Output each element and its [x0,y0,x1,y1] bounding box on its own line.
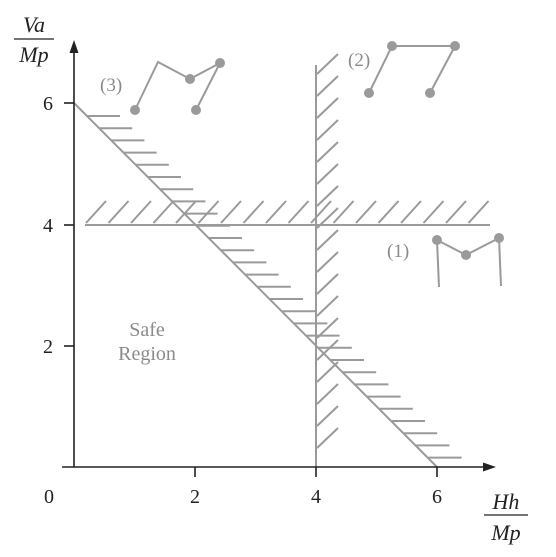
hatch-mark [197,200,220,224]
x-axis-label-denominator: Mp [490,520,520,545]
mechanism-2-sketch [368,45,457,94]
hatch-mark [316,427,339,449]
x-tick-label-0: 0 [44,486,54,508]
y-axis-label-denominator: Mp [18,42,48,67]
hatching-vertical-limit [316,53,339,449]
mechanism-2-hinges [364,41,460,98]
hatch-mark [316,141,339,163]
hatch-mark [316,339,339,361]
x-tick-label-2: 2 [190,486,200,508]
mechanism-3-label: (3) [100,75,122,96]
hatch-mark [316,185,339,207]
hatch-mark [316,273,339,295]
mechanism-1-hinges [432,233,504,260]
hatch-mark [175,200,197,224]
hatch-mark [107,200,130,224]
hatching-diagonal-limit [87,115,462,459]
hatch-mark [310,200,332,224]
hatch-mark [316,383,339,405]
hatch-mark [220,200,242,224]
hatch-mark [316,75,339,97]
y-tick-label-2: 2 [43,336,53,358]
safe-region-label-line1: Safe [129,319,165,341]
hatch-mark [332,200,355,224]
hatch-mark [287,200,310,224]
y-axis-arrow [69,40,79,53]
mechanism-3-sketch [134,60,223,111]
hatch-mark [316,295,339,317]
limit-line-diagonal [73,102,438,468]
hatch-mark [316,229,339,251]
mechanism-1-sketch [435,236,502,288]
x-tick-label-4: 4 [311,486,321,508]
y-tick-label-6: 6 [43,93,53,115]
hatch-mark [316,53,339,75]
hatch-mark [316,97,339,119]
x-axis-label-numerator: Hh [492,489,520,514]
mechanism-1-label: (1) [387,241,409,262]
safe-region-label-line2: Region [118,343,176,365]
hatch-mark [316,119,339,141]
hatch-mark [316,163,339,185]
hatch-mark [355,200,377,224]
hatch-mark [130,200,152,224]
mechanism-3-hinges [130,58,225,115]
x-tick-label-6: 6 [432,486,442,508]
hatch-mark [400,200,422,224]
hatch-mark [316,251,339,273]
x-axis-arrow [483,462,496,472]
y-tick-label-4: 4 [43,215,53,237]
hatch-mark [242,200,265,224]
hatch-mark [316,405,339,427]
hatch-mark [377,200,400,224]
hatching-horizontal-limit [85,200,490,224]
mechanism-2-label: (2) [348,50,370,71]
hatch-mark [422,200,445,224]
hatch-mark [467,200,490,224]
hatch-mark [152,200,175,224]
hatch-mark [85,200,107,224]
y-axis-label-numerator: Va [23,12,45,37]
hatch-mark [265,200,287,224]
hatch-mark [445,200,467,224]
